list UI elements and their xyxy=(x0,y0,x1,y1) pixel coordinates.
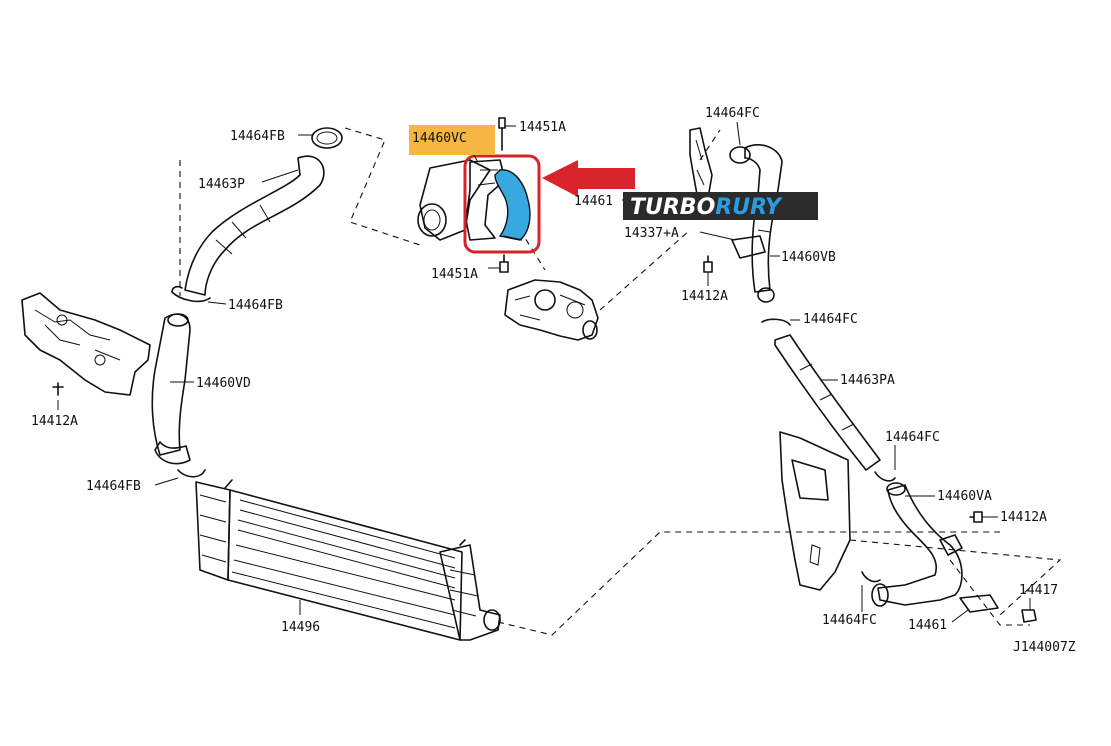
label-14464FC-top: 14464FC xyxy=(705,106,760,121)
label-14464FC-bottom: 14464FC xyxy=(822,613,877,628)
turbo-housing xyxy=(504,279,599,341)
label-14461-bottom: 14461 xyxy=(908,618,947,633)
nut-14417 xyxy=(1021,609,1037,623)
label-14412A-right: 14412A xyxy=(1000,510,1047,525)
bracket-14461-top xyxy=(689,127,713,201)
label-14451A-low: 14451A xyxy=(431,267,478,282)
air-guide-bracket xyxy=(21,292,151,396)
pipe-14460VB xyxy=(729,144,783,303)
dashed-guide-lines xyxy=(179,127,1062,636)
label-14460VA: 14460VA xyxy=(937,489,992,504)
diagram-id: J144007Z xyxy=(1013,640,1076,655)
label-14417: 14417 xyxy=(1019,583,1058,598)
label-14461-top: 14461 xyxy=(574,194,613,209)
hose-14463PA xyxy=(761,318,896,482)
intercooler-14496 xyxy=(195,479,501,641)
bolt-14412A-mid xyxy=(703,255,713,273)
label-14451A-top: 14451A xyxy=(519,120,566,135)
logo-text-part2: RURY xyxy=(715,195,783,220)
highlighted-hose xyxy=(494,169,531,241)
label-14412A-left: 14412A xyxy=(31,414,78,429)
label-14460VC: 14460VC xyxy=(412,131,467,146)
label-14460VD: 14460VD xyxy=(196,376,251,391)
label-14412A-mid: 14412A xyxy=(681,289,728,304)
label-14460VB: 14460VB xyxy=(781,250,836,265)
label-14464FC-mid: 14464FC xyxy=(803,312,858,327)
label-14463PA: 14463PA xyxy=(840,373,895,388)
label-14496: 14496 xyxy=(281,620,320,635)
label-14337A: 14337+A xyxy=(624,226,679,241)
label-14464FB-mid: 14464FB xyxy=(228,298,283,313)
pipe-14460VA xyxy=(861,482,999,613)
label-14464FB-top: 14464FB xyxy=(230,129,285,144)
bolt-14451A-top xyxy=(498,117,506,151)
highlight-label-bg xyxy=(409,125,495,155)
bolt-14412A-right xyxy=(969,511,983,523)
svg-text:TURBORURY: TURBORURY xyxy=(630,195,783,220)
part-labels: 14464FB 14463P 14464FB 14460VD 14412A 14… xyxy=(31,106,1076,655)
label-14464FB-low: 14464FB xyxy=(86,479,141,494)
resonator-14460VC xyxy=(417,159,506,241)
label-14463P: 14463P xyxy=(198,177,245,192)
label-14464FC-right: 14464FC xyxy=(885,430,940,445)
callout-box xyxy=(463,154,541,254)
bolt-14451A-low xyxy=(499,254,509,273)
red-arrow-icon xyxy=(542,160,635,197)
pipe-14460VD xyxy=(151,313,206,478)
hose-14463P xyxy=(171,127,343,303)
logo-text-part1: TURBO xyxy=(630,195,715,220)
leader-lines xyxy=(57,121,1031,623)
turbo-logo: TURBORURY xyxy=(623,192,818,220)
bracket-right xyxy=(779,431,851,591)
